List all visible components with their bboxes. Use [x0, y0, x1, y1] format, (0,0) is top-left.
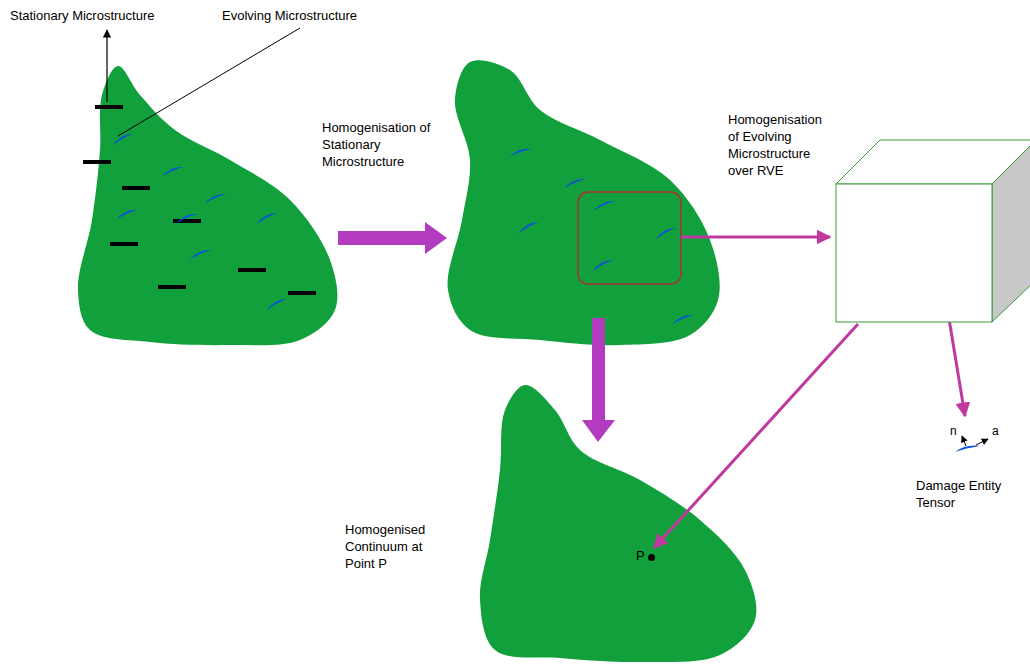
- rve-cube: Homogenisation of Evolving Microstructur…: [724, 108, 1030, 326]
- stationary-inclusion: [238, 268, 266, 272]
- connector-arrow: [654, 324, 858, 548]
- evolving-crack: [590, 259, 614, 271]
- homogenisation-arrow: [582, 318, 615, 442]
- evolving-crack: [175, 213, 199, 224]
- evolving-crack: [110, 133, 134, 145]
- homogenised-continuum: Homogenised Continuum at Point P P: [345, 380, 765, 664]
- callout: Stationary Microstructure: [10, 8, 155, 25]
- heading: Homogenisation of Evolving Microstructur…: [728, 112, 832, 180]
- evolving-crack: [115, 209, 139, 220]
- evolving-crack: [593, 200, 617, 211]
- evolving-crack: [161, 166, 185, 177]
- stationary-inclusion: [95, 105, 123, 109]
- heading: Homogenised Continuum at Point P: [345, 522, 445, 573]
- point-label: P: [636, 548, 645, 565]
- cube-front: [836, 184, 992, 322]
- evolving-crack: [204, 193, 228, 204]
- evolving-crack: [254, 212, 278, 224]
- axis-vector: [976, 439, 988, 445]
- evolving-crack: [563, 178, 587, 189]
- stationary-inclusion: [83, 160, 111, 164]
- cube-top: [836, 140, 1030, 184]
- homogenisation-arrow: [338, 222, 447, 254]
- vector-label: n: [950, 424, 957, 440]
- stationary-inclusion: [158, 285, 186, 289]
- rve-arrow: [681, 236, 830, 239]
- evolving-crack: [189, 249, 213, 260]
- material-body: [480, 385, 757, 662]
- damage-entity: [955, 446, 980, 452]
- process-label: Homogenisation of Stationary Microstruct…: [322, 120, 440, 171]
- evolving-crack: [653, 227, 677, 239]
- callout: Evolving Microstructure: [222, 8, 357, 25]
- evolving-crack: [264, 298, 288, 310]
- leader-line: [118, 28, 300, 136]
- stationary-inclusion: [110, 242, 138, 246]
- evolving-crack: [509, 148, 533, 157]
- point-dot: [648, 554, 655, 561]
- material-point: P: [636, 548, 657, 565]
- normal-vector: [962, 436, 966, 446]
- stationary-inclusion: [288, 291, 316, 295]
- callout: Damage Entity Tensor: [916, 478, 1016, 512]
- rve-window: [578, 192, 681, 284]
- evolving-crack: [516, 221, 540, 233]
- material-body: [78, 66, 337, 345]
- material-body: [448, 60, 720, 345]
- leader-line: [106, 30, 107, 102]
- vector-label: a: [992, 424, 999, 440]
- stationary-inclusion: [122, 186, 150, 190]
- evolving-crack: [671, 314, 695, 325]
